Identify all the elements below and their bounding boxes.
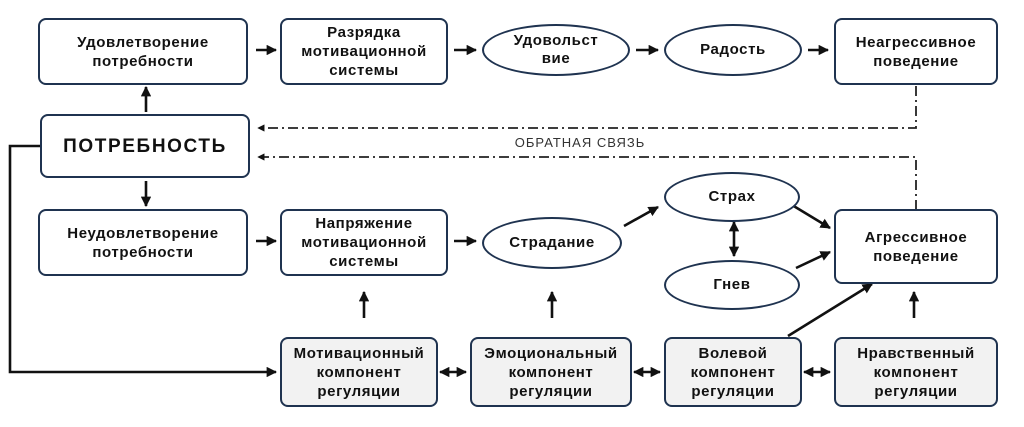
arrow-volitional-aggressive — [787, 282, 873, 338]
arrow-need-motivational — [8, 144, 278, 378]
node-volitional-component: Волевой компонент регуляции — [664, 337, 802, 407]
node-need-satisfaction: Удовлетворение потребности — [38, 18, 248, 85]
node-motivation-discharge: Разрядка мотивационной системы — [280, 18, 448, 85]
feedback-line-aggressive — [257, 153, 917, 210]
node-need: ПОТРЕБНОСТЬ — [40, 114, 250, 178]
node-motivational-component: Мотивационный компонент регуляции — [280, 337, 438, 407]
node-joy: Радость — [664, 24, 802, 76]
node-need-dissatisfaction: Неудовлетворение потребности — [38, 209, 248, 276]
arrow-anger-aggressive — [795, 250, 831, 270]
node-nonaggressive-behavior: Неагрессивное поведение — [834, 18, 998, 85]
node-anger: Гнев — [664, 260, 800, 310]
feedback-line-nonaggressive — [257, 86, 917, 132]
node-emotional-component: Эмоциональный компонент регуляции — [470, 337, 632, 407]
feedback-label: ОБРАТНАЯ СВЯЗЬ — [514, 135, 646, 150]
node-motivation-tension: Напряжение мотивационной системы — [280, 209, 448, 276]
node-aggressive-behavior: Агрессивное поведение — [834, 209, 998, 284]
node-fear: Страх — [664, 172, 800, 222]
node-pleasure: Удовольст вие — [482, 24, 630, 76]
node-moral-component: Нравственный компонент регуляции — [834, 337, 998, 407]
arrow-suffering-fear — [623, 205, 659, 228]
arrow-fear-aggressive — [791, 203, 831, 230]
node-suffering: Страдание — [482, 217, 622, 269]
